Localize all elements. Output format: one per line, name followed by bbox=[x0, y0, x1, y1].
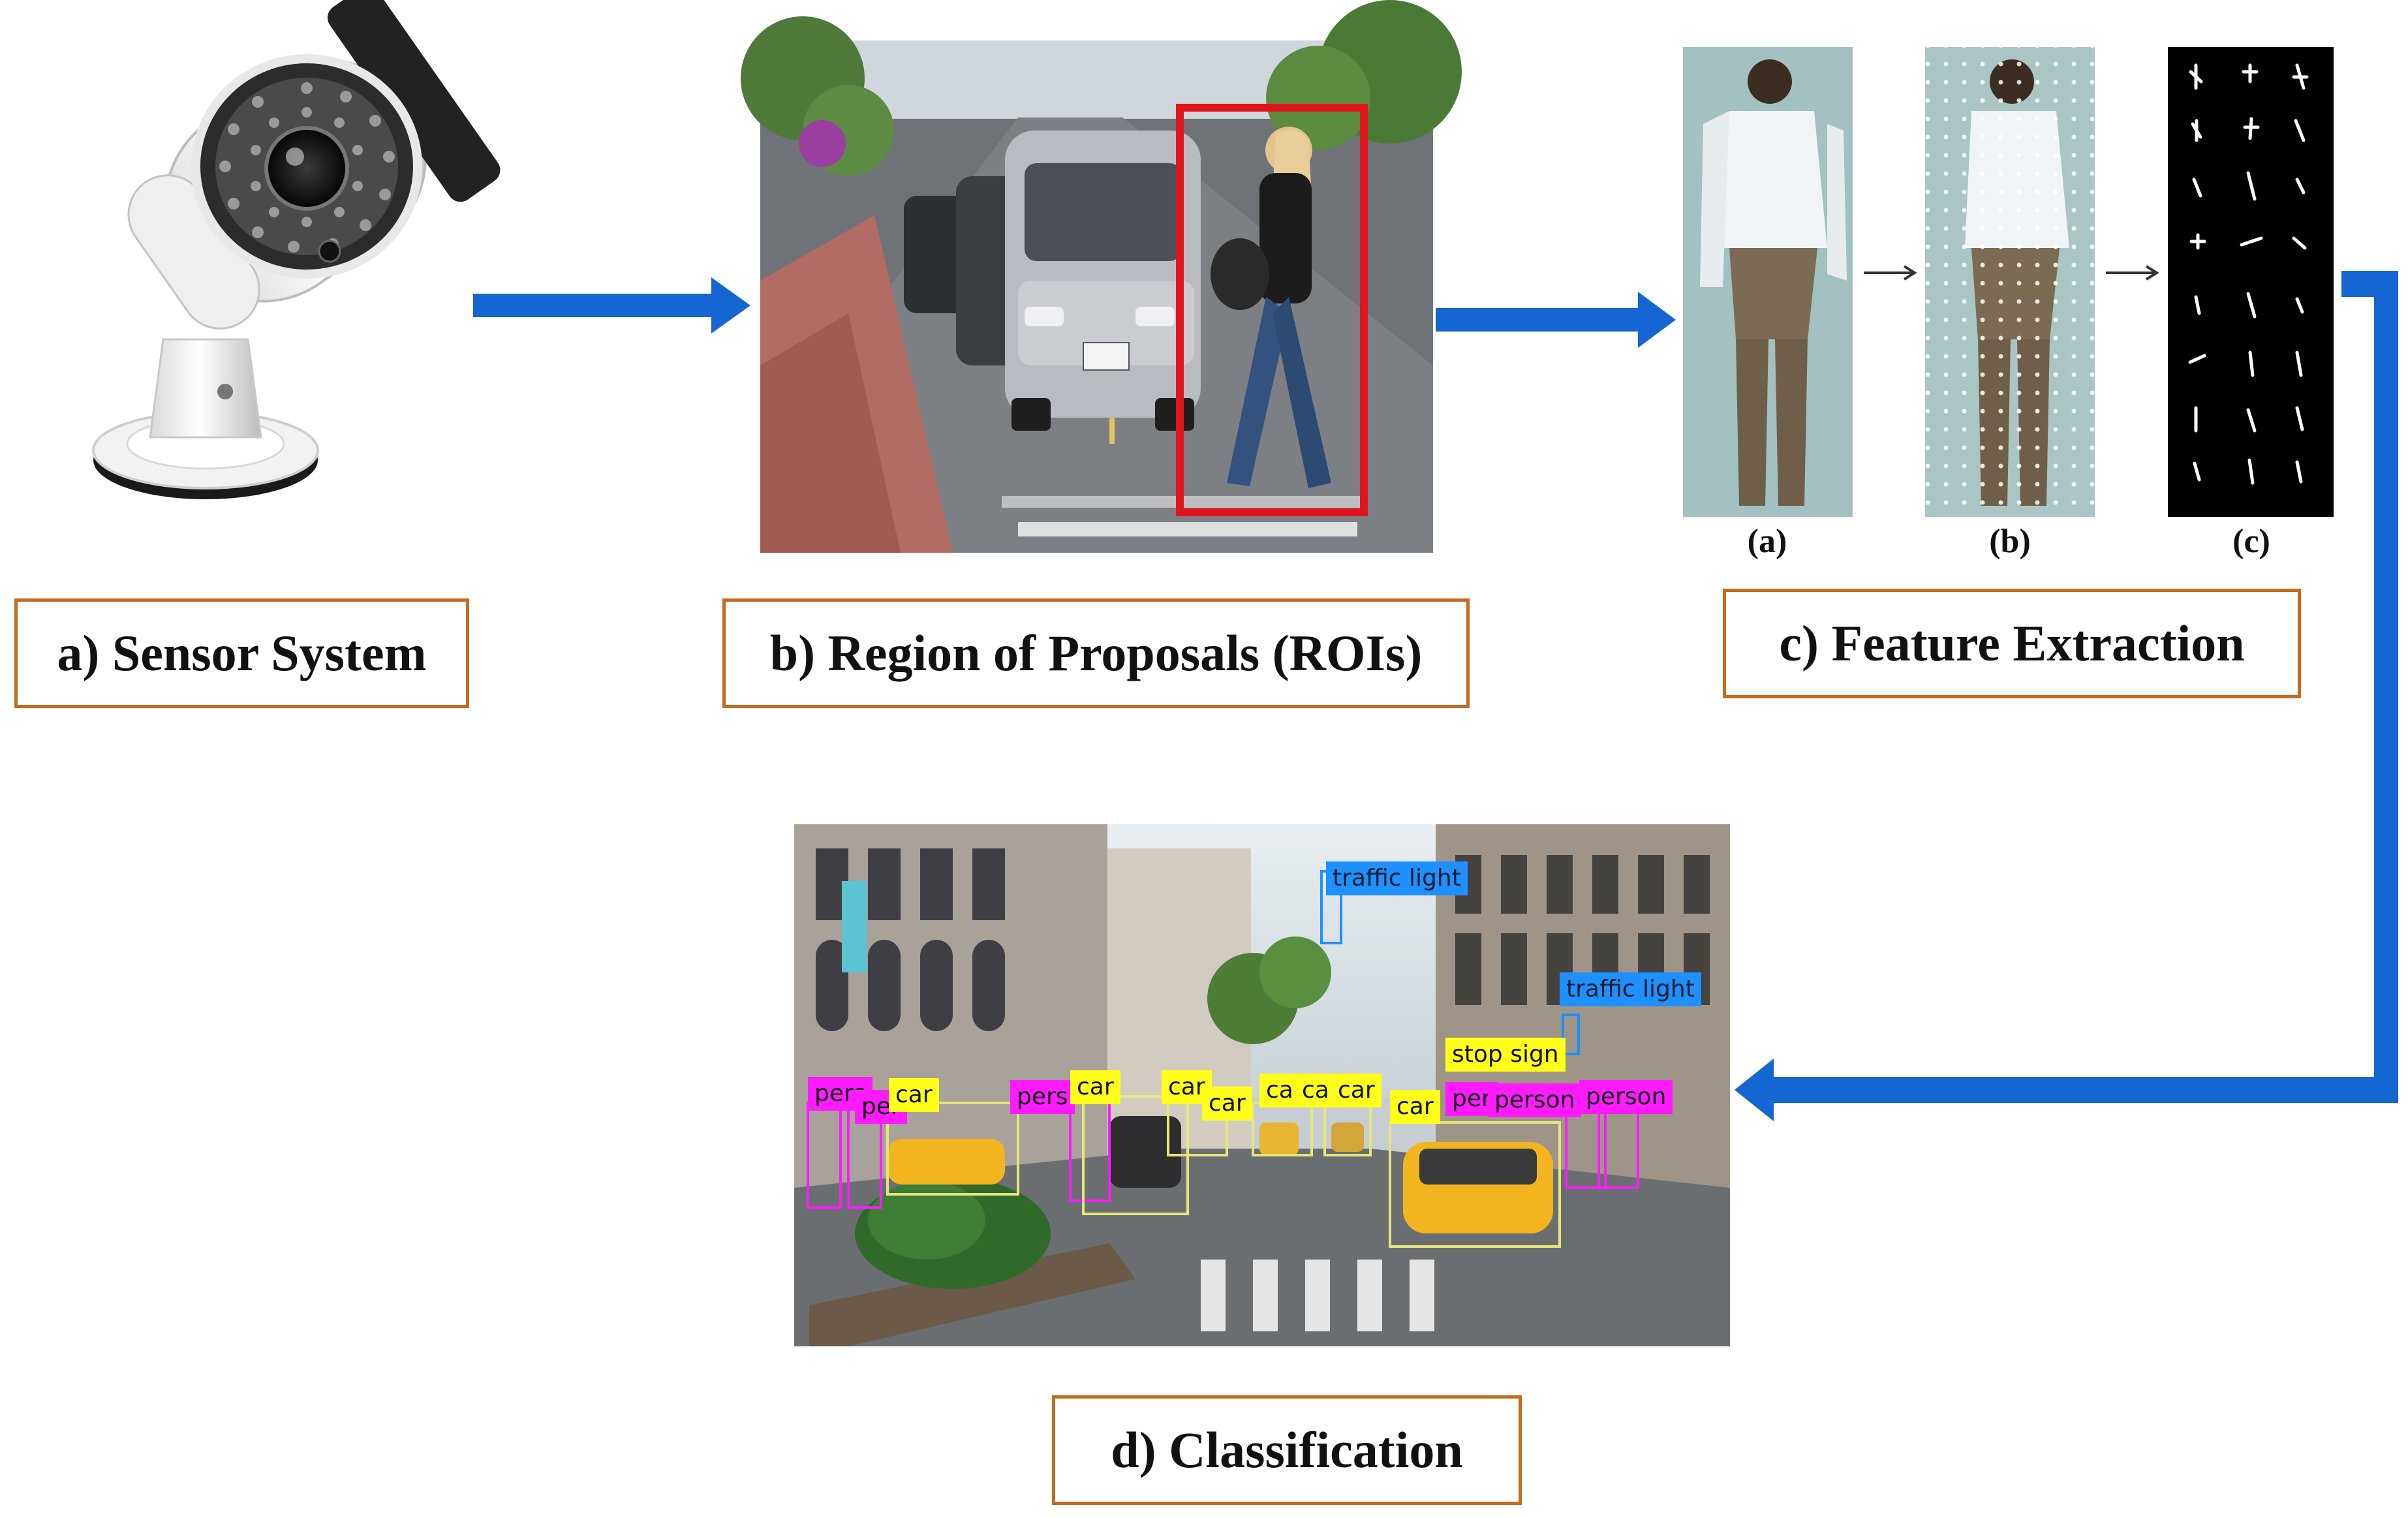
silver-van bbox=[1005, 131, 1201, 431]
flow-arrows bbox=[473, 271, 2398, 1121]
feature-panel-hog-descriptors bbox=[2168, 47, 2334, 517]
car-tag: car bbox=[889, 1078, 939, 1112]
classification-street-image bbox=[794, 824, 1730, 1346]
roi-street-image bbox=[741, 0, 1462, 553]
person-tag: pers bbox=[1010, 1080, 1075, 1114]
feature-step-a-label: (a) bbox=[1747, 523, 1787, 560]
sensor-system-label: a) Sensor System bbox=[14, 598, 469, 708]
roi-bounding-box bbox=[1176, 104, 1368, 516]
arrow-b-to-c bbox=[1436, 292, 1676, 348]
car-tag: car bbox=[1331, 1074, 1382, 1108]
pedestrian-figure bbox=[1211, 127, 1331, 488]
classification-label: d) Classification bbox=[1052, 1395, 1522, 1505]
feature-step-c-label: (c) bbox=[2232, 523, 2270, 560]
classification-text: d) Classification bbox=[1111, 1421, 1463, 1478]
stop-sign-tag: stop sign bbox=[1445, 1038, 1566, 1072]
person-tag: person bbox=[1488, 1083, 1582, 1117]
roi-text: b) Region of Proposals (ROIs) bbox=[769, 625, 1423, 681]
traffic-light-tag: traffic light bbox=[1326, 861, 1468, 895]
feature-panel-hog-grid bbox=[1925, 47, 2095, 517]
feature-step-arrows bbox=[1864, 265, 2159, 281]
feature-panel-original bbox=[1683, 47, 1853, 517]
security-camera-image bbox=[92, 0, 501, 499]
traffic-light-tag: traffic light bbox=[1560, 972, 1701, 1006]
feature-extraction-label: c) Feature Extraction bbox=[1723, 589, 2301, 698]
feature-step-b-label: (b) bbox=[1989, 523, 2031, 560]
sensor-system-text: a) Sensor System bbox=[57, 625, 427, 681]
car-tag: car bbox=[1070, 1070, 1120, 1104]
person-tag: person bbox=[1579, 1080, 1673, 1114]
car-tag: car bbox=[1390, 1090, 1440, 1124]
roi-label: b) Region of Proposals (ROIs) bbox=[722, 598, 1470, 708]
feature-extraction-text: c) Feature Extraction bbox=[1779, 615, 2245, 672]
arrow-a-to-b bbox=[473, 277, 750, 333]
car-tag: car bbox=[1202, 1087, 1252, 1121]
